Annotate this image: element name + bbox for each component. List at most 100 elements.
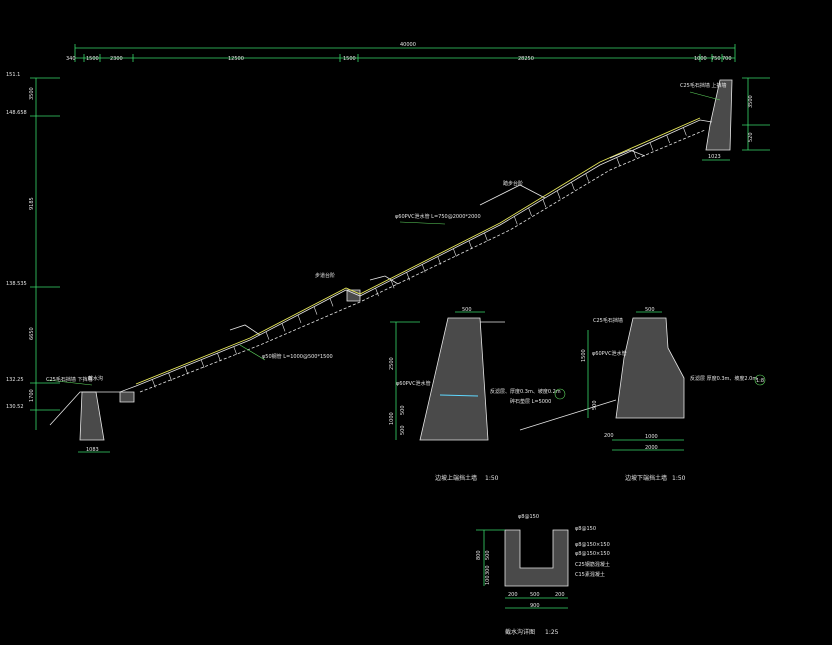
slope-tick — [556, 190, 561, 199]
dim-seg-3: 12500 — [228, 56, 244, 62]
slope-tick — [542, 199, 547, 208]
upper-lower-h1: 1000 — [389, 412, 395, 425]
bottom-wall-note: C25毛石挡墙 下挡墙 — [46, 376, 92, 383]
lower-top-width: 500 — [645, 307, 655, 313]
right-dimension-chain: 3500 520 1023 — [702, 77, 770, 161]
slope-tick — [184, 366, 189, 375]
ditch-label-3: φ8@150×150 — [575, 551, 610, 557]
slope-tick — [390, 280, 395, 289]
height-2: 9185 — [29, 197, 35, 210]
lower-width-1: 200 — [604, 433, 614, 439]
upper-detail-scale: 1:50 — [485, 475, 499, 482]
height-1: 3500 — [29, 87, 35, 100]
elev-4: 132.25 — [6, 377, 24, 383]
detail-upper-wall: 500 2500 1000 500 500 φ60PVC泄水管 反滤层、厚度0.… — [389, 307, 566, 482]
ditch-label-2: φ8@150×150 — [575, 542, 610, 548]
slope-tick — [375, 288, 379, 297]
slope-tick — [217, 353, 221, 362]
lower-slope-label: 反滤层 厚度0.3m、坡度2.0m — [690, 375, 757, 382]
slope-ticks — [152, 127, 687, 388]
slope-tick — [281, 323, 286, 332]
slope-tick — [313, 306, 318, 315]
upper-height: 2500 — [389, 357, 395, 370]
pipe-note-lower: φ50钢管 L=1000@500*1500 — [262, 353, 333, 360]
ditch-label-5: C15素混凝土 — [575, 571, 605, 578]
ditch-label-4: C25钢筋混凝土 — [575, 561, 610, 568]
upper-lower-h3: 500 — [400, 405, 406, 415]
ditch-body — [504, 529, 569, 587]
top-retaining-wall — [705, 79, 733, 151]
top-wall-note: C25毛石挡墙 上挡墙 — [680, 82, 726, 89]
slope-tick — [421, 264, 426, 273]
dim-left-small: 340 — [66, 56, 76, 62]
slope-tick — [233, 346, 237, 355]
right-base-width: 1023 — [708, 154, 721, 160]
height-3: 6650 — [29, 327, 35, 340]
detail-ditch: 500 300 100 800 200 500 200 900 φ8@150 φ… — [476, 514, 610, 636]
upper-top-width: 500 — [462, 307, 472, 313]
slope-tick — [453, 248, 457, 257]
lower-detail-wall-body — [615, 317, 685, 419]
ditch-h3: 100 — [485, 575, 491, 585]
ditch-total-width: 900 — [530, 603, 540, 609]
lower-width-3: 2000 — [645, 445, 658, 451]
ditch-w2: 500 — [530, 592, 540, 598]
elev-2: 148.658 — [6, 110, 27, 116]
upper-base-label: 碎石垫层 L=5000 — [510, 398, 551, 405]
top-dimension-chain: 40000 340 1500 2300 12500 1500 28250 100… — [66, 42, 736, 62]
lower-top-label: C25毛石挡墙 — [593, 317, 623, 324]
right-height-1: 3500 — [748, 95, 754, 108]
slope-tick — [468, 240, 473, 249]
slope-tick — [649, 142, 654, 151]
upper-detail-wall-body — [419, 317, 489, 441]
height-4: 1700 — [29, 389, 35, 402]
ditch-title: 截水沟详图 — [505, 628, 535, 636]
elev-3: 138.535 — [6, 281, 27, 287]
lower-detail-title: 边坡下端挡土墙 — [625, 474, 667, 482]
slope-tick — [297, 314, 302, 324]
slope-tick — [437, 256, 442, 265]
upper-pipe-label: φ60PVC泄水管 — [396, 380, 431, 387]
ditch-top-label: φ8@150 — [518, 514, 539, 520]
right-height-2: 520 — [748, 132, 754, 142]
slope-tick — [528, 207, 532, 216]
dim-seg-8: 700 — [722, 56, 732, 62]
slope-tick — [200, 359, 205, 368]
lower-marker: 1:8 — [756, 378, 764, 384]
slope-tick — [514, 216, 518, 225]
slope-tick — [168, 372, 172, 381]
slope-tick — [265, 331, 270, 340]
upper-detail-title: 边坡上端挡土墙 — [435, 474, 477, 482]
step-seat — [119, 391, 135, 403]
dim-seg-2: 2300 — [110, 56, 123, 62]
dim-seg-6: 1000 — [694, 56, 707, 62]
slope-tick — [666, 134, 670, 144]
slope-tick — [683, 127, 687, 136]
drain-note: 截水沟 — [88, 375, 103, 382]
slope-tick — [633, 149, 637, 159]
step-seat-note: 步道台阶 — [315, 272, 335, 279]
upper-lower-h2: 500 — [400, 425, 406, 435]
elev-1: 151.1 — [6, 72, 20, 78]
dim-seg-5: 28250 — [518, 56, 534, 62]
slope-tick — [484, 232, 488, 241]
slope-tick — [616, 157, 620, 166]
detail-lower-wall: 500 C25毛石挡墙 1500 500 φ60PVC泄水管 反滤层 厚度0.3… — [519, 307, 766, 482]
lower-detail-scale: 1:50 — [672, 475, 686, 482]
lower-pipe-label: φ60PVC泄水管 — [592, 350, 627, 357]
ditch-h2: 300 — [485, 565, 491, 575]
left-base-width: 1083 — [86, 447, 99, 453]
lower-height: 1500 — [581, 349, 587, 362]
slope-tick — [329, 298, 334, 307]
dim-seg-1: 1500 — [86, 56, 99, 62]
slope-tick — [571, 182, 575, 191]
lower-width-2: 1000 — [645, 434, 658, 440]
steps-note: 踏步台阶 — [503, 180, 523, 187]
lower-side-height: 500 — [592, 400, 598, 410]
ditch-h1: 500 — [485, 550, 491, 560]
upper-slope-label: 反滤层、厚度0.3m、坡度0.2m — [490, 388, 561, 395]
dim-seg-4: 1500 — [343, 56, 356, 62]
ditch-scale: 1:25 — [545, 629, 559, 636]
slope-tick — [585, 173, 589, 182]
